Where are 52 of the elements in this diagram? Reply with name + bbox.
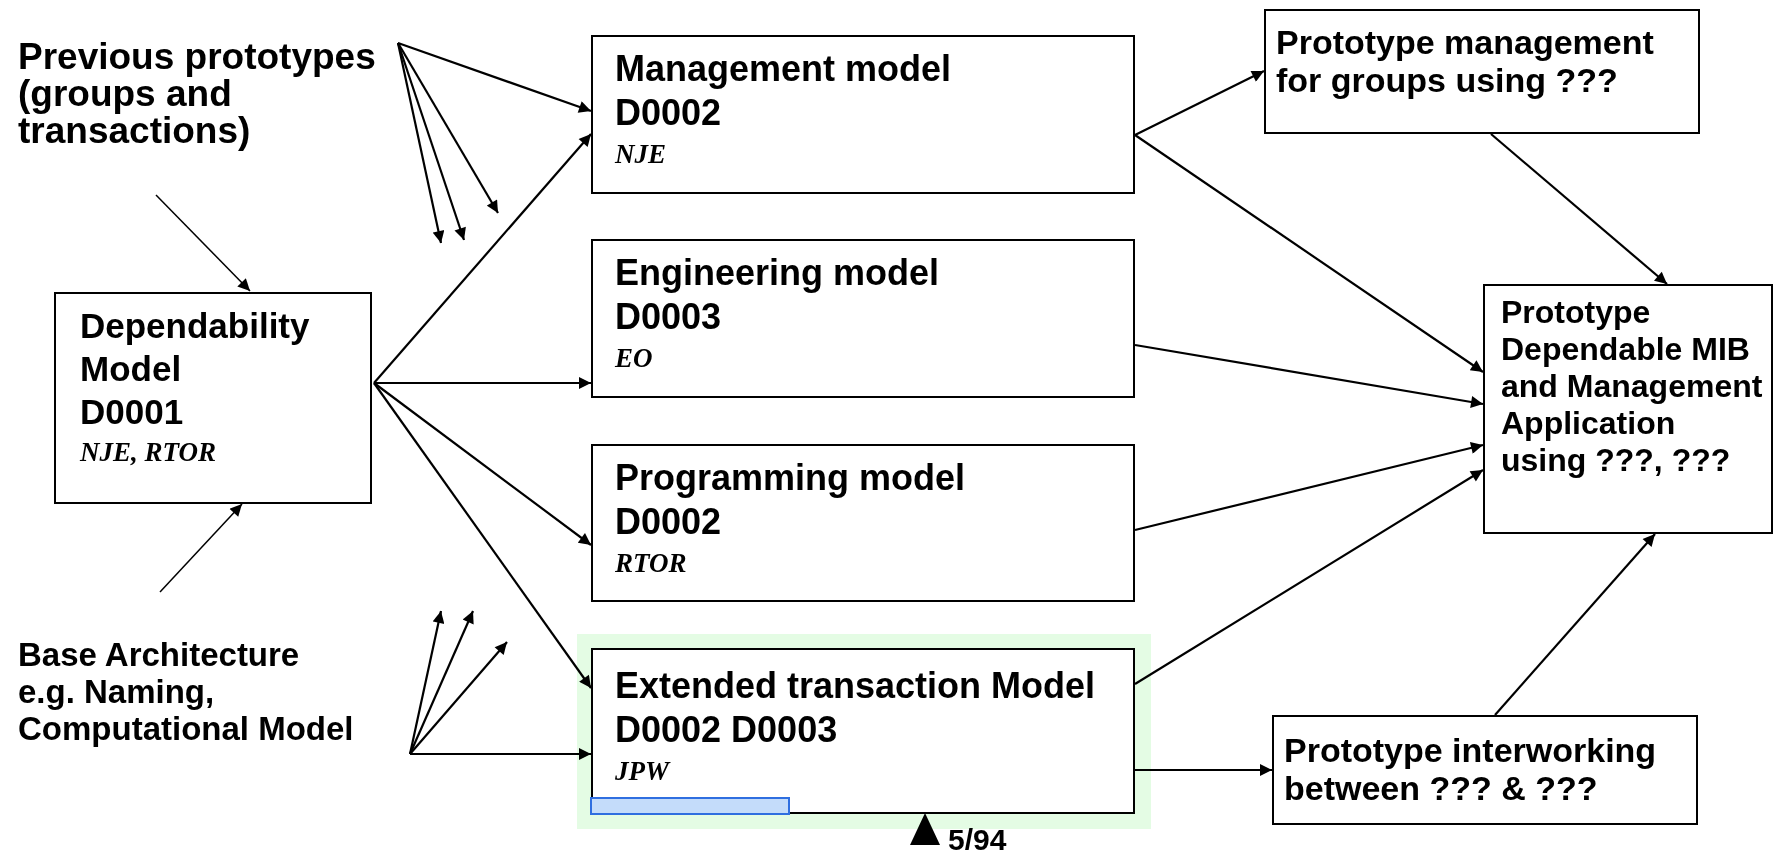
process-box	[1272, 715, 1698, 825]
arrow	[155, 194, 251, 292]
document-code: D0002	[615, 500, 723, 544]
arrow	[409, 610, 474, 755]
page-number: 5/94	[948, 823, 1007, 857]
process-box	[54, 292, 372, 504]
document-code: D0003	[615, 295, 723, 339]
arrow	[1134, 442, 1484, 532]
arrow	[159, 503, 243, 593]
author-label: EO	[615, 342, 654, 375]
arrow	[397, 42, 499, 214]
box-title: Management model	[615, 47, 953, 91]
box-title: Prototype management for groups using ???	[1276, 23, 1655, 99]
box-title: Dependability Model	[80, 305, 311, 390]
arrow	[373, 382, 592, 689]
author-label: NJE	[615, 138, 667, 171]
author-label: NJE, RTOR	[80, 436, 218, 469]
arrow	[1134, 469, 1484, 685]
arrow	[373, 382, 592, 546]
arrow	[1134, 343, 1484, 408]
note-text: e.g. Naming, Computational Model	[18, 673, 355, 747]
arrow	[408, 610, 445, 755]
process-box	[591, 648, 1135, 814]
box-title: Prototype Dependable MIB and Management Application using ???, ???	[1501, 294, 1764, 479]
note-text: Base Architecture	[18, 636, 301, 673]
arrow	[1134, 134, 1484, 373]
author-label: RTOR	[615, 547, 688, 580]
process-box	[591, 35, 1135, 194]
author-label: JPW	[615, 755, 672, 788]
process-box	[591, 444, 1135, 602]
arrow	[410, 748, 591, 760]
box-title: Programming model	[615, 456, 967, 500]
arrow	[1494, 533, 1656, 716]
arrow	[396, 42, 445, 244]
arrow	[374, 377, 591, 389]
note-text: Previous prototypes (groups and transactions)	[18, 38, 377, 149]
arrow	[373, 133, 592, 384]
arrow	[409, 641, 508, 755]
arrow	[397, 41, 592, 113]
process-box	[1483, 284, 1773, 534]
process-box	[1264, 9, 1700, 134]
box-title: Extended transaction Model	[615, 664, 1097, 708]
arrow	[1134, 70, 1265, 136]
arrow	[396, 42, 466, 241]
process-box	[591, 239, 1135, 398]
document-code: D0002	[615, 91, 723, 135]
arrow	[1135, 764, 1272, 776]
box-title: Prototype interworking between ??? & ???	[1284, 731, 1658, 807]
document-code: D0001	[80, 391, 185, 433]
arrow	[1490, 133, 1668, 285]
box-title: Engineering model	[615, 251, 941, 295]
document-code: D0002 D0003	[615, 708, 839, 752]
